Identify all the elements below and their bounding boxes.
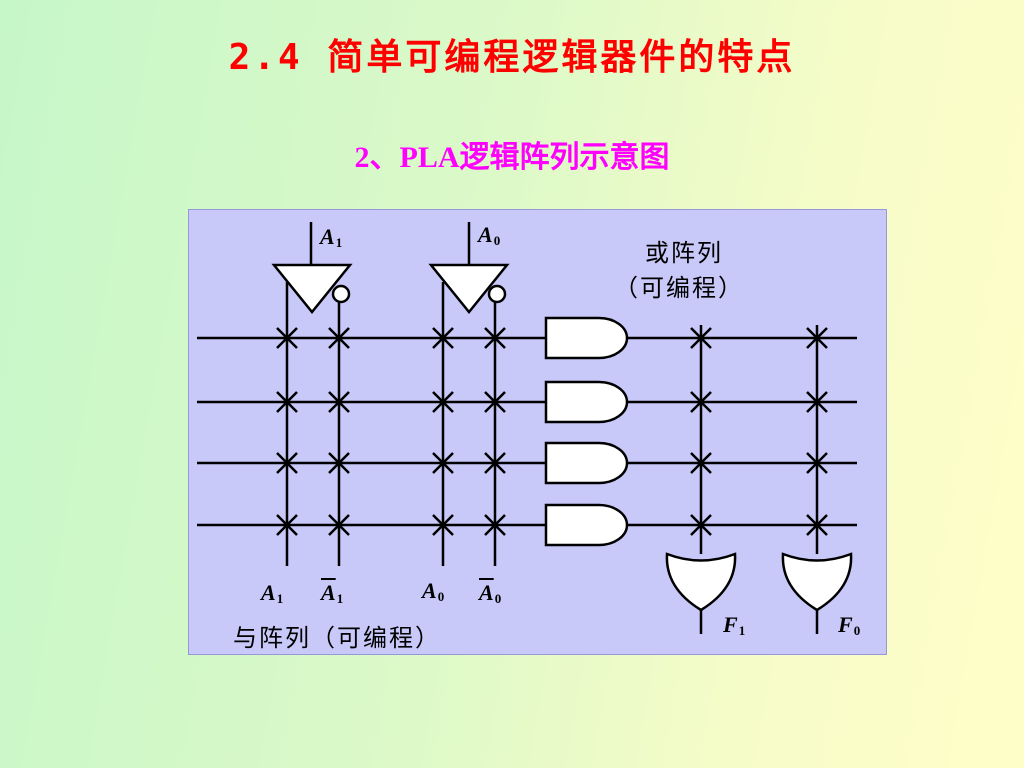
- and-gate-3: [544, 441, 629, 485]
- output-label-f0: F0: [838, 612, 861, 638]
- input-buffer-a0: [428, 263, 510, 314]
- input-label-a0: A0: [478, 222, 501, 248]
- and-array-fuse-r1-c1: [276, 327, 298, 349]
- and-array-fuse-r2-c4: [484, 391, 506, 413]
- and-array-fuse-r4-c3: [432, 514, 454, 536]
- and-array-fuse-r4-c4: [484, 514, 506, 536]
- and-array-fuse-r2-c3: [432, 391, 454, 413]
- and-array-label: 与阵列（可编程）: [233, 624, 441, 652]
- input-label-a1: A1: [320, 224, 343, 250]
- and-gate-4: [544, 503, 629, 547]
- output-label-f1: F1: [723, 612, 746, 638]
- column-label-a0: A0: [422, 578, 445, 604]
- pla-diagram: [197, 222, 857, 634]
- or-array-fuse-r2-c1: [690, 391, 712, 413]
- and-array-fuse-r1-c2: [328, 327, 350, 349]
- or-array-programmable-label: （可编程）: [614, 274, 744, 302]
- or-array-label: 或阵列: [645, 239, 723, 267]
- and-array-fuse-r3-c4: [484, 452, 506, 474]
- or-array-fuse-r4-c1: [690, 514, 712, 536]
- or-array-fuse-r1-c2: [806, 327, 828, 349]
- inversion-bubble-a0: [487, 284, 507, 304]
- and-array-fuse-r2-c2: [328, 391, 350, 413]
- programmable-connections: [276, 327, 828, 536]
- diagram-subtitle: 2、PLA逻辑阵列示意图: [354, 141, 670, 174]
- and-array-fuse-r1-c3: [432, 327, 454, 349]
- column-label-a0-bar: A0: [479, 580, 502, 606]
- slide-title: 2.4 简单可编程逻辑器件的特点: [228, 37, 796, 78]
- and-array-fuse-r2-c1: [276, 391, 298, 413]
- and-array-fuse-r1-c4: [484, 327, 506, 349]
- and-array-fuse-r3-c1: [276, 452, 298, 474]
- or-array-fuse-r1-c1: [690, 327, 712, 349]
- or-array-fuse-r2-c2: [806, 391, 828, 413]
- or-array-fuse-r4-c2: [806, 514, 828, 536]
- or-gate-f0: [781, 552, 853, 612]
- column-label-a1-bar: A1: [321, 580, 344, 606]
- and-array-fuse-r3-c2: [328, 452, 350, 474]
- column-label-a1: A1: [261, 580, 284, 606]
- or-array-fuse-r3-c2: [806, 452, 828, 474]
- and-array-fuse-r3-c3: [432, 452, 454, 474]
- and-array-fuse-r4-c1: [276, 514, 298, 536]
- and-gate-2: [544, 380, 629, 424]
- pla-diagram-panel: A1 A0 或阵列 （可编程） A1 A1 A0 A0 与阵列（可编程） F1 …: [188, 209, 887, 655]
- input-buffer-a1: [271, 263, 353, 314]
- or-array-fuse-r3-c1: [690, 452, 712, 474]
- and-array-fuse-r4-c2: [328, 514, 350, 536]
- and-gate-1: [544, 316, 629, 360]
- or-gate-f1: [665, 552, 737, 612]
- inversion-bubble-a1: [331, 284, 351, 304]
